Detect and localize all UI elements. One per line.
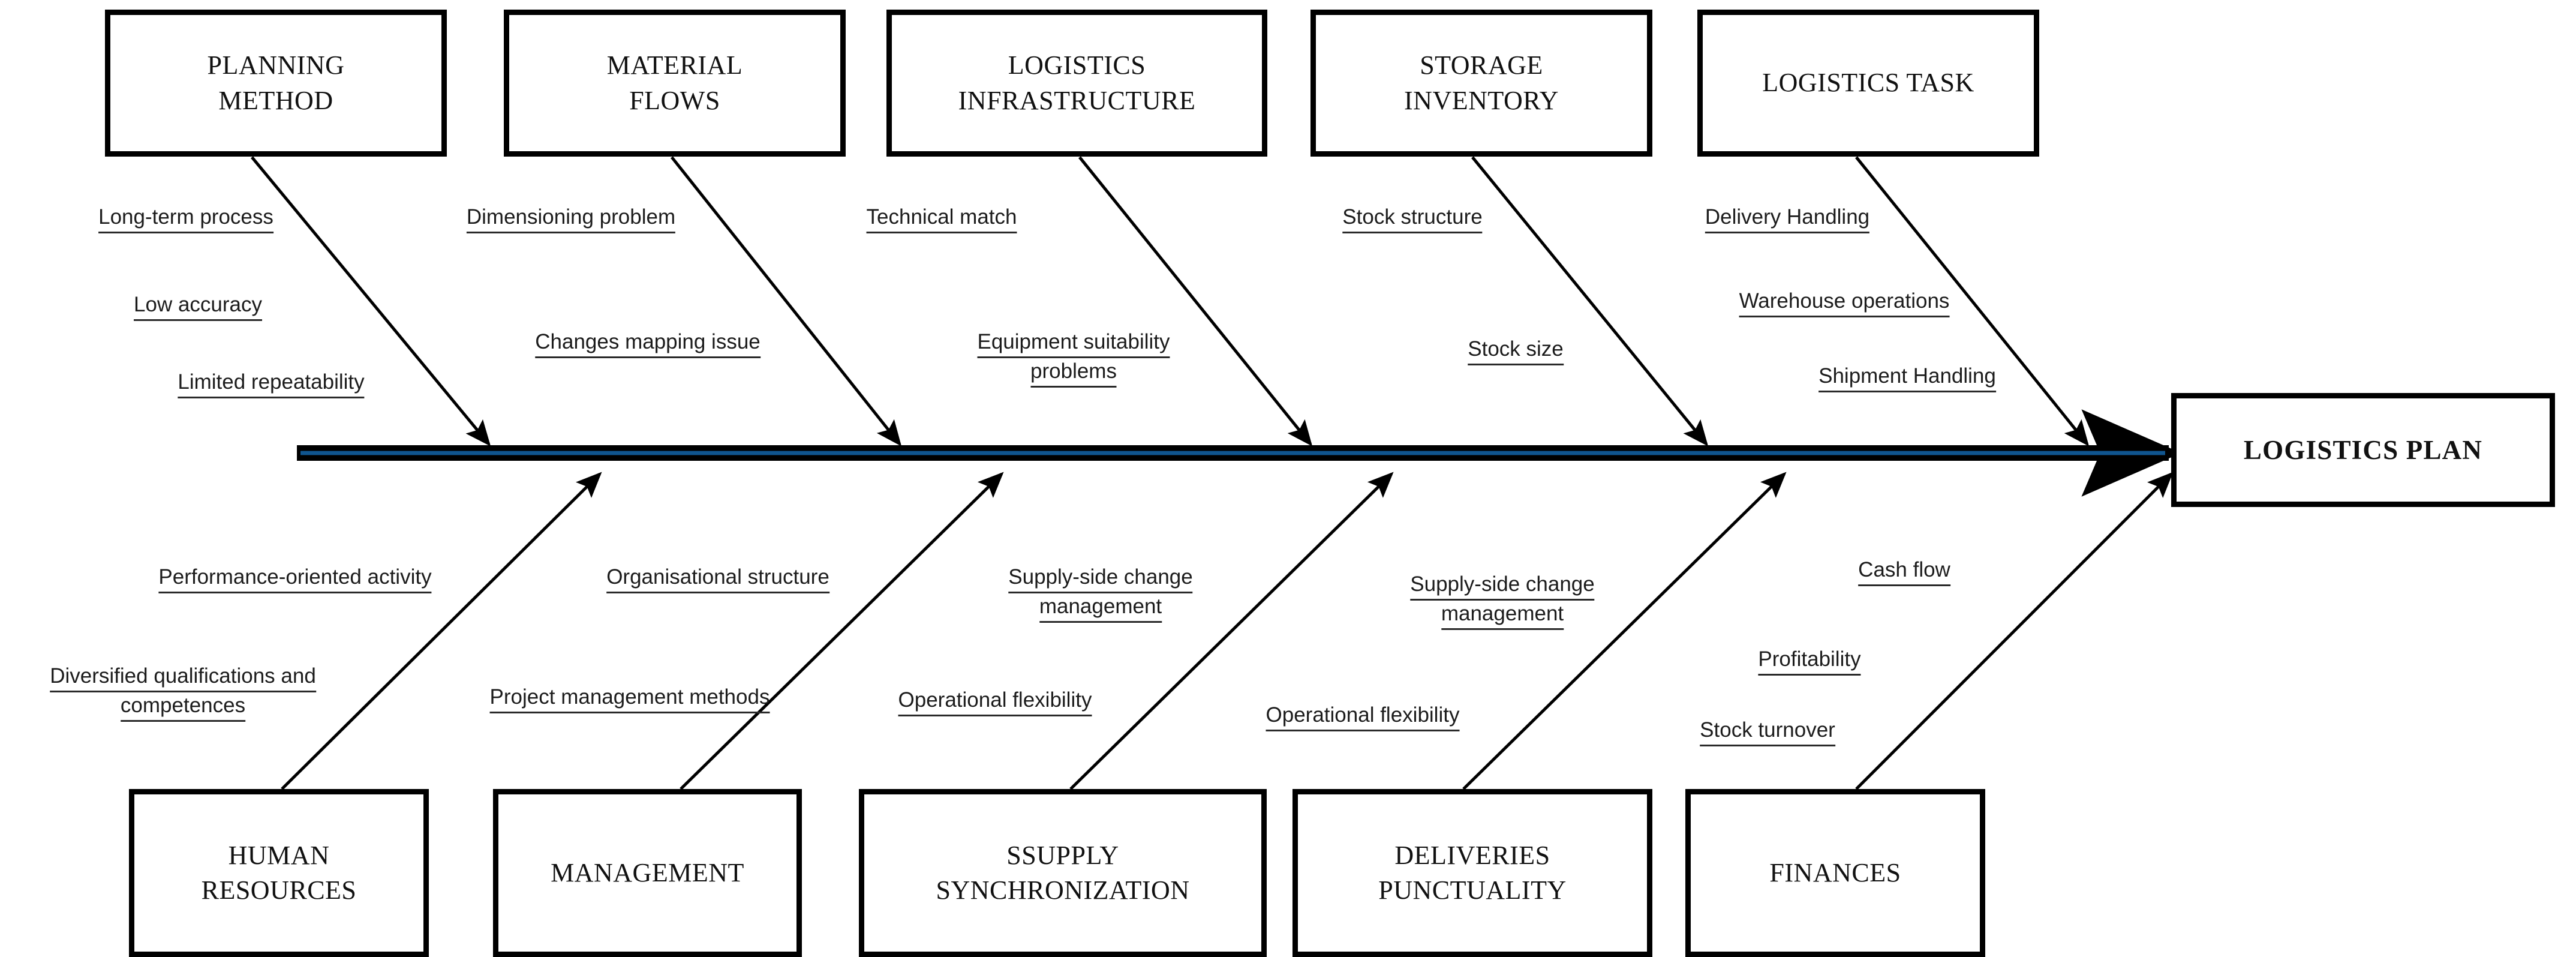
category-box-label: MANAGEMENT (551, 857, 744, 887)
cause-label-line: competences (120, 692, 246, 722)
category-box-deliveries-punctuality[interactable]: DELIVERIES PUNCTUALITY (1292, 789, 1652, 957)
cause-label-storage-inventory-1: Stock size (1468, 336, 1564, 365)
effect-box-logistics-plan[interactable]: LOGISTICS PLAN (2171, 393, 2555, 507)
category-box-planning-method[interactable]: PLANNING METHOD (105, 10, 447, 157)
cause-label-logistics-task-1: Warehouse operations (1739, 288, 1950, 317)
category-box-logistics-infrastructure[interactable]: LOGISTICS INFRASTRUCTURE (886, 10, 1267, 157)
cause-label-logistics-task-0: Delivery Handling (1705, 204, 1870, 233)
cause-label-management-1: Project management methods (489, 684, 770, 713)
bone-line-logistics-infrastructure (1078, 156, 1313, 446)
cause-label-line: Limited repeatability (178, 369, 365, 398)
cause-label-line: Operational flexibility (898, 687, 1092, 716)
bone-line-supply-synchronization (1069, 472, 1394, 790)
cause-label-line: Stock size (1468, 336, 1564, 365)
cause-label-line: Low accuracy (134, 292, 262, 321)
cause-label-finances-0: Cash flow (1858, 557, 1950, 586)
cause-label-deliveries-punctuality-1: Operational flexibility (1266, 702, 1460, 731)
cause-label-line: Cash flow (1858, 557, 1950, 586)
cause-label-line: Technical match (866, 204, 1017, 233)
cause-label-line: Stock structure (1342, 204, 1483, 233)
cause-label-line: Changes mapping issue (535, 329, 761, 358)
category-box-label: HUMAN RESOURCES (201, 840, 357, 905)
bone-line-logistics-task (1855, 156, 2090, 446)
cause-label-line: Performance-oriented activity (158, 564, 432, 593)
cause-label-human-resources-0: Performance-oriented activity (158, 564, 432, 593)
cause-label-line: management (1441, 601, 1564, 630)
cause-label-planning-method-0: Long-term process (98, 204, 273, 233)
cause-label-line: Equipment suitability (977, 329, 1170, 358)
cause-label-line: Shipment Handling (1818, 363, 1996, 392)
cause-label-planning-method-2: Limited repeatability (178, 369, 365, 398)
bone-line-management (680, 472, 1004, 790)
cause-label-finances-1: Profitability (1758, 646, 1861, 676)
category-box-label: MATERIAL FLOWS (606, 50, 743, 115)
cause-label-line: Project management methods (489, 684, 770, 713)
cause-label-material-flows-1: Changes mapping issue (535, 329, 761, 358)
category-box-finances[interactable]: FINANCES (1685, 789, 1985, 957)
cause-label-finances-2: Stock turnover (1700, 717, 1835, 746)
category-box-label: STORAGE INVENTORY (1404, 50, 1559, 115)
bone-line-material-flows (671, 156, 902, 446)
bone-line-finances (1855, 472, 2174, 790)
diagonal-bones (251, 156, 2174, 790)
category-box-storage-inventory[interactable]: STORAGE INVENTORY (1310, 10, 1652, 157)
cause-label-logistics-infrastructure-0: Technical match (866, 204, 1017, 233)
cause-label-line: Stock turnover (1700, 717, 1835, 746)
bone-line-deliveries-punctuality (1462, 472, 1787, 790)
cause-label-supply-synchronization-1: Operational flexibility (898, 687, 1092, 716)
cause-label-line: management (1039, 593, 1162, 623)
category-box-management[interactable]: MANAGEMENT (493, 789, 802, 957)
cause-label-material-flows-0: Dimensioning problem (466, 204, 676, 233)
cause-label-management-0: Organisational structure (606, 564, 829, 593)
bone-line-planning-method (251, 156, 491, 446)
category-box-supply-synchronization[interactable]: SSUPPLY SYNCHRONIZATION (859, 789, 1267, 957)
cause-label-line: Supply-side change (1410, 571, 1595, 601)
category-box-label: DELIVERIES PUNCTUALITY (1378, 840, 1567, 905)
bone-line-human-resources (281, 472, 602, 790)
category-box-material-flows[interactable]: MATERIAL FLOWS (504, 10, 846, 157)
cause-label-storage-inventory-0: Stock structure (1342, 204, 1483, 233)
cause-label-logistics-task-2: Shipment Handling (1818, 363, 1996, 392)
cause-label-line: Diversified qualifications and (50, 663, 316, 692)
effect-box-label: LOGISTICS PLAN (2243, 435, 2483, 465)
cause-label-line: Organisational structure (606, 564, 829, 593)
cause-label-planning-method-1: Low accuracy (134, 292, 262, 321)
cause-label-line: Dimensioning problem (466, 204, 676, 233)
category-box-label: LOGISTICS TASK (1762, 68, 1974, 98)
category-box-logistics-task[interactable]: LOGISTICS TASK (1697, 10, 2039, 157)
cause-label-line: Operational flexibility (1266, 702, 1460, 731)
category-box-label: LOGISTICS INFRASTRUCTURE (958, 50, 1196, 115)
bone-line-storage-inventory (1471, 156, 1709, 446)
category-box-label: PLANNING METHOD (207, 50, 345, 115)
cause-label-line: Long-term process (98, 204, 273, 233)
cause-label-line: Warehouse operations (1739, 288, 1950, 317)
cause-label-line: Profitability (1758, 646, 1861, 676)
category-box-human-resources[interactable]: HUMAN RESOURCES (129, 789, 429, 957)
category-box-label: SSUPPLY SYNCHRONIZATION (936, 840, 1190, 905)
cause-label-line: Delivery Handling (1705, 204, 1870, 233)
cause-label-line: problems (1030, 358, 1117, 388)
cause-label-line: Supply-side change (1008, 564, 1193, 593)
category-box-label: FINANCES (1769, 857, 1901, 887)
